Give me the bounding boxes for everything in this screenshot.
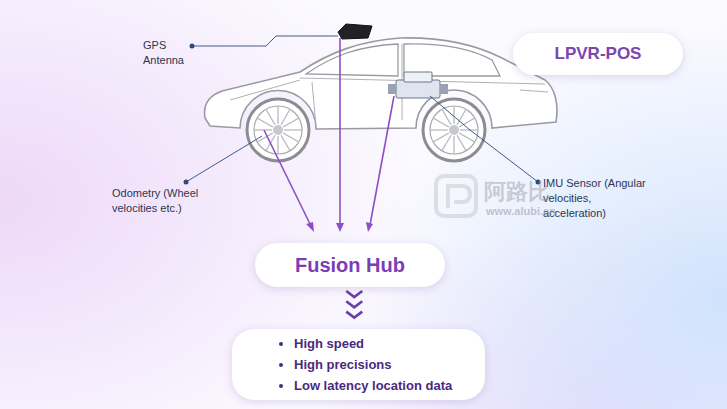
output-list-box: High speedHigh precisionsLow latency loc… [232, 329, 485, 400]
watermark-text: 阿路比 [484, 177, 604, 207]
chevron-arrow [346, 291, 362, 318]
sensor-arrows [264, 38, 394, 232]
chevron-stroke [346, 291, 362, 318]
fusion-hub-box: Fusion Hub [255, 243, 445, 287]
bullet-item: Low latency location data [294, 375, 452, 396]
leader-lines [186, 36, 538, 182]
car-lines [230, 44, 548, 126]
node-title: LPVR-POS [555, 44, 642, 64]
gps-label: GPS Antenna [143, 38, 189, 68]
wheel-spoke [453, 106, 454, 124]
bullet-item: High speed [294, 333, 452, 354]
title-pill: LPVR-POS [513, 33, 683, 75]
wheel-spoke [430, 129, 448, 130]
wheel-spoke [281, 109, 290, 125]
wheel-spoke [457, 135, 466, 151]
wheel-rear [423, 99, 485, 161]
wheel-spoke [283, 133, 299, 142]
watermark-logo [436, 176, 476, 216]
wheel-spoke [433, 118, 449, 127]
gps-antenna [338, 24, 372, 39]
imu-sensor [388, 72, 448, 98]
node-title: Fusion Hub [295, 254, 405, 277]
wheel-spoke [283, 118, 299, 127]
car-windows [306, 44, 500, 76]
wheel-spoke [277, 106, 278, 124]
wheel-spoke [453, 136, 454, 154]
wheel-spoke [433, 133, 449, 142]
wheel-spoke [257, 118, 273, 127]
wheel-spoke [459, 133, 475, 142]
wheel-spoke [442, 135, 451, 151]
bullet-item: High precisions [294, 354, 452, 375]
wheel-spoke [281, 135, 290, 151]
bullet-list: High speedHigh precisionsLow latency loc… [276, 333, 452, 396]
watermark-url: www.alubi.cn [486, 204, 606, 219]
imu-label: IMU Sensor (Angular velocities, accelera… [543, 176, 655, 221]
wheel-spoke [266, 109, 275, 125]
wheel-front [247, 99, 309, 161]
wheel-spoke [442, 109, 451, 125]
wheel-spoke [284, 129, 302, 130]
wheel-spoke [277, 136, 278, 154]
leader-dots [184, 44, 541, 185]
odometry-label: Odometry (Wheel velocities etc.) [112, 186, 240, 216]
wheel-spoke [254, 129, 272, 130]
